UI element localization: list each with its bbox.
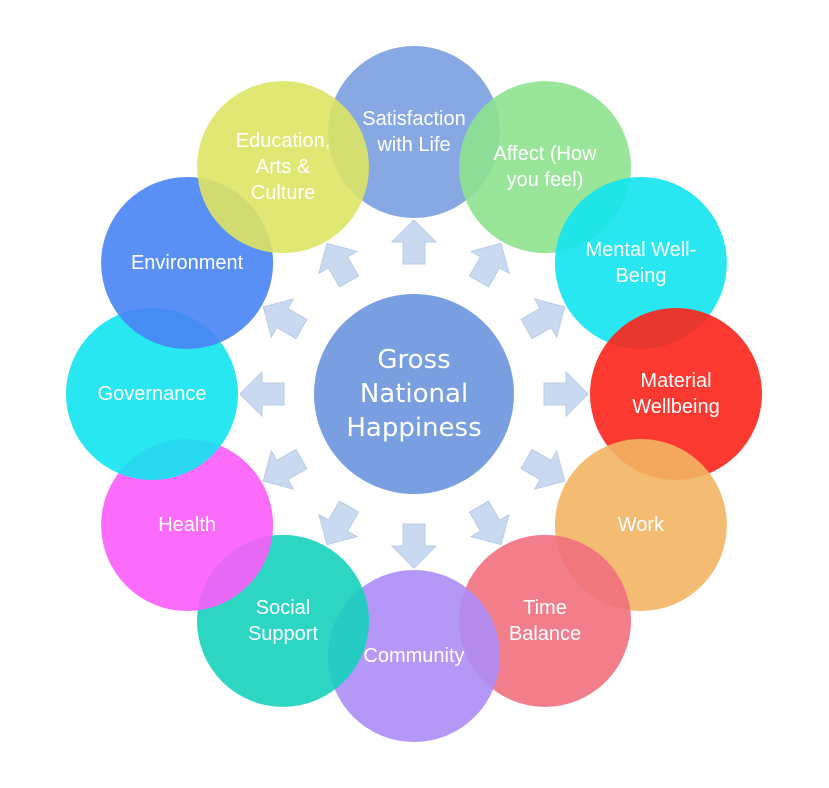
node-material-wellbeing-label-line: Material: [640, 370, 711, 392]
arrow-to-governance: [239, 370, 285, 418]
node-education-arts-culture-label-line: Arts &: [256, 156, 311, 178]
node-material-wellbeing-label-line: Wellbeing: [632, 396, 719, 418]
node-social-support-label-line: Support: [248, 623, 318, 645]
hub-label-line: National: [360, 379, 468, 409]
arrows-layer: [239, 219, 589, 569]
node-governance-label-line: Governance: [98, 383, 207, 405]
arrow-to-social-support: [318, 500, 360, 546]
node-mental-well-being: Mental Well- Being: [554, 177, 727, 349]
hub-label-line: Happiness: [346, 413, 481, 443]
node-time-balance-circle: [459, 534, 631, 707]
arrow-to-mental-well-being: [520, 298, 566, 340]
arrow-to-community: [390, 523, 438, 569]
node-governance: Governance: [66, 308, 238, 480]
node-health-circle: [101, 439, 274, 611]
node-community: Community: [328, 570, 500, 742]
hub-label-line: Gross: [377, 345, 450, 375]
arrow-to-education-arts-culture: [318, 242, 360, 288]
hub-circle: [314, 294, 514, 494]
node-satisfaction-with-life-circle: [328, 46, 500, 218]
node-environment-label-line: Environment: [131, 252, 244, 274]
node-satisfaction-with-life-label-line: Satisfaction: [362, 108, 465, 130]
nodes-layer: Satisfaction with Life Affect (How you feel…: [66, 46, 762, 742]
node-mental-well-being-label-line: Mental Well-: [586, 239, 697, 261]
node-satisfaction-with-life-label-line: with Life: [376, 134, 450, 156]
arrow-to-satisfaction-with-life: [390, 219, 438, 265]
arrow-to-work: [520, 448, 566, 490]
arrow-to-health: [262, 448, 308, 490]
arrow-to-time-balance: [468, 500, 510, 546]
node-affect-label-line: you feel): [507, 169, 584, 191]
node-health-label-line: Health: [158, 514, 216, 536]
node-community-label-line: Community: [363, 645, 464, 667]
node-education-arts-culture-circle: [197, 81, 369, 254]
arrow-to-environment: [262, 298, 308, 340]
node-time-balance-label-line: Time: [523, 597, 567, 619]
node-time-balance-label-line: Balance: [509, 623, 581, 645]
node-community-circle: [328, 570, 500, 742]
node-social-support-label-line: Social: [256, 597, 310, 619]
node-education-arts-culture-label-line: Education,: [236, 130, 331, 152]
arrow-to-material-wellbeing: [543, 370, 589, 418]
node-material-wellbeing-circle: [590, 308, 762, 480]
node-work-label-line: Work: [618, 514, 665, 536]
node-satisfaction-with-life: Satisfaction with Life: [328, 46, 500, 218]
arrow-to-affect: [468, 242, 510, 288]
node-education-arts-culture-label-line: Culture: [251, 182, 315, 204]
node-health: Health: [101, 439, 274, 611]
node-mental-well-being-circle: [554, 177, 727, 349]
node-governance-circle: [66, 308, 238, 480]
node-education-arts-culture: Education, Arts & Culture: [197, 81, 369, 254]
node-mental-well-being-label-line: Being: [615, 265, 666, 287]
node-affect-label-line: Affect (How: [494, 143, 598, 165]
